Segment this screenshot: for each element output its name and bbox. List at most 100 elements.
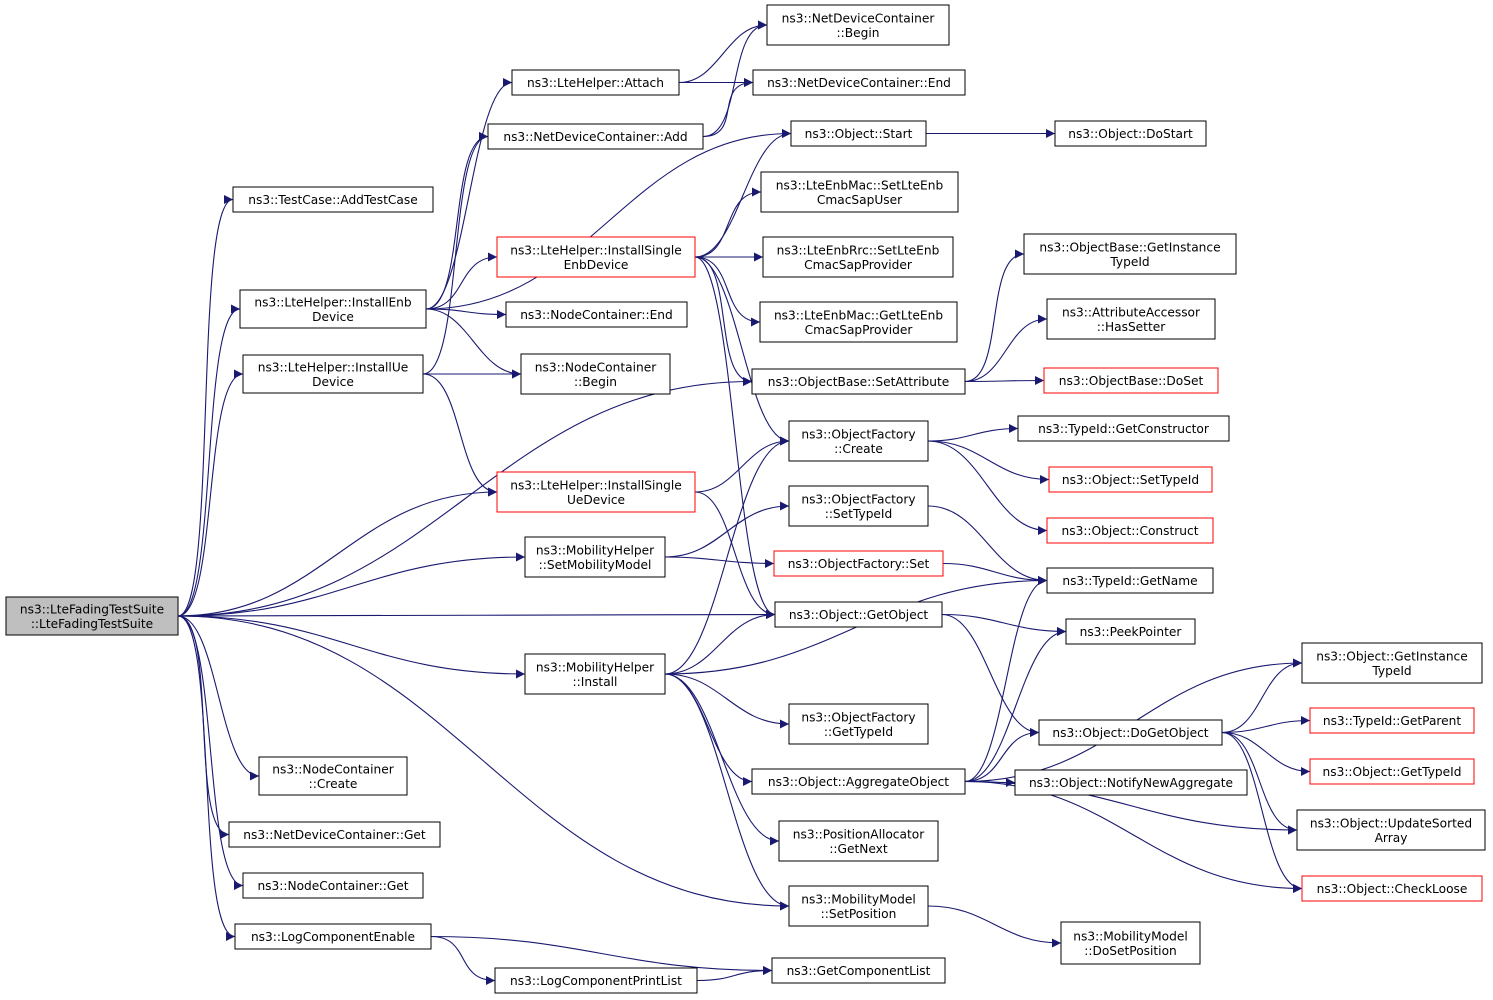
node-ofCreate-label-1: ::Create <box>834 442 883 456</box>
node-ndcBegin-label-1: ::Begin <box>837 26 880 40</box>
node-logPrint-box <box>494 967 698 994</box>
node-mmDoSetPos-box <box>1060 921 1201 965</box>
node-addtestcase[interactable]: ns3::TestCase::AddTestCase <box>232 186 434 213</box>
node-ndcEnd[interactable]: ns3::NetDeviceContainer::End <box>752 69 966 96</box>
node-peekPointer[interactable]: ns3::PeekPointer <box>1065 618 1196 645</box>
node-ofGetTypeId-label-1: ::GetTypeId <box>824 725 893 739</box>
edges <box>177 20 1311 985</box>
edge-aggObject-to-checkLoose <box>964 780 1303 893</box>
node-objGetTypeId[interactable]: ns3::Object::GetTypeId <box>1309 758 1475 785</box>
node-objStart[interactable]: ns3::Object::Start <box>790 120 927 147</box>
node-mhInstall[interactable]: ns3::MobilityHelper::Install <box>524 653 666 695</box>
node-mhSetModel-box <box>524 536 666 578</box>
node-ncGet[interactable]: ns3::NodeContainer::Get <box>242 872 424 899</box>
node-tidGetCons-box <box>1017 415 1230 442</box>
node-objConstruct-label-0: ns3::Object::Construct <box>1062 524 1199 538</box>
node-aggObject[interactable]: ns3::Object::AggregateObject <box>751 768 966 795</box>
node-mmDoSetPos[interactable]: ns3::MobilityModel::DoSetPosition <box>1060 921 1201 965</box>
node-ofGetTypeId[interactable]: ns3::ObjectFactory::GetTypeId <box>788 703 929 745</box>
node-tidGetCons[interactable]: ns3::TypeId::GetConstructor <box>1017 415 1230 442</box>
node-obGetInst-label-0: ns3::ObjectBase::GetInstance <box>1039 240 1220 254</box>
node-objConstruct[interactable]: ns3::Object::Construct <box>1046 517 1214 544</box>
node-doGetObject[interactable]: ns3::Object::DoGetObject <box>1038 719 1223 746</box>
edge-singleEnb-to-macGetProv <box>694 256 761 327</box>
edge-installenb-to-singleEnb <box>425 252 498 310</box>
edge-doGetObject-to-objGetTypeId <box>1221 731 1311 776</box>
node-root[interactable]: ns3::LteFadingTestSuite::LteFadingTestSu… <box>5 596 179 636</box>
edge-setAttr-to-obDoSet <box>964 376 1045 386</box>
node-mhInstall-label-0: ns3::MobilityHelper <box>536 660 655 674</box>
node-aggObject-box <box>751 768 966 795</box>
edge-getObject-to-peekPointer <box>941 613 1067 636</box>
node-mhSetModel[interactable]: ns3::MobilityHelper::SetMobilityModel <box>524 536 666 578</box>
node-checkLoose-box <box>1301 875 1483 902</box>
node-ncEnd-label-0: ns3::NodeContainer::End <box>520 308 673 322</box>
node-objGetTypeId-label-0: ns3::Object::GetTypeId <box>1323 765 1462 779</box>
node-ofSetTypeId-label-1: ::SetTypeId <box>825 507 893 521</box>
node-getCompList[interactable]: ns3::GetComponentList <box>771 957 946 984</box>
node-logEnable-box <box>234 923 432 950</box>
node-setAttr[interactable]: ns3::ObjectBase::SetAttribute <box>751 368 966 395</box>
node-ncCreate-box <box>258 756 408 796</box>
node-ndcGet[interactable]: ns3::NetDeviceContainer::Get <box>228 821 441 848</box>
node-addtestcase-label-0: ns3::TestCase::AddTestCase <box>248 193 418 207</box>
node-mmDoSetPos-label-1: ::DoSetPosition <box>1084 944 1177 958</box>
node-objSetTypeId[interactable]: ns3::Object::SetTypeId <box>1048 466 1213 493</box>
node-singleUe-box <box>496 471 696 513</box>
node-doStart[interactable]: ns3::Object::DoStart <box>1054 120 1207 147</box>
node-aaHasSetter[interactable]: ns3::AttributeAccessor::HasSetter <box>1046 298 1216 340</box>
node-mmSetPos-box <box>788 885 929 927</box>
node-addtestcase-box <box>232 186 434 213</box>
node-notifyNewAgg[interactable]: ns3::Object::NotifyNewAggregate <box>1014 769 1248 796</box>
edge-ofSetTypeId-to-tidGetName <box>927 505 1048 585</box>
node-checkLoose[interactable]: ns3::Object::CheckLoose <box>1301 875 1483 902</box>
node-tidGetName[interactable]: ns3::TypeId::GetName <box>1046 567 1214 594</box>
node-rrcSetProv-box <box>762 236 954 278</box>
node-ofSetTypeId[interactable]: ns3::ObjectFactory::SetTypeId <box>788 485 929 527</box>
node-getObject[interactable]: ns3::Object::GetObject <box>774 601 943 628</box>
node-doStart-label-0: ns3::Object::DoStart <box>1068 127 1193 141</box>
edge-ofCreate-to-tidGetCons <box>927 424 1019 442</box>
node-ncBegin[interactable]: ns3::NodeContainer::Begin <box>520 353 671 395</box>
node-root-label-0: ns3::LteFadingTestSuite <box>20 602 164 616</box>
node-logEnable[interactable]: ns3::LogComponentEnable <box>234 923 432 950</box>
node-doGetObject-label-0: ns3::Object::DoGetObject <box>1052 726 1208 740</box>
node-tidGetName-label-0: ns3::TypeId::GetName <box>1062 574 1197 588</box>
node-tidGetParent[interactable]: ns3::TypeId::GetParent <box>1309 707 1475 734</box>
node-mmSetPos[interactable]: ns3::MobilityModel::SetPosition <box>788 885 929 927</box>
node-ofSet[interactable]: ns3::ObjectFactory::Set <box>773 550 944 577</box>
node-singleEnb-label-0: ns3::LteHelper::InstallSingle <box>510 243 682 257</box>
node-ncBegin-label-0: ns3::NodeContainer <box>535 360 657 374</box>
node-ndcBegin[interactable]: ns3::NetDeviceContainer::Begin <box>766 4 950 46</box>
node-ndcAdd-box <box>487 123 704 150</box>
nodes: ns3::LteFadingTestSuite::LteFadingTestSu… <box>5 4 1486 994</box>
node-ndcAdd[interactable]: ns3::NetDeviceContainer::Add <box>487 123 704 150</box>
node-ncCreate[interactable]: ns3::NodeContainer::Create <box>258 756 408 796</box>
edge-mhInstall-to-ofGetTypeId <box>664 673 790 729</box>
node-ofCreate[interactable]: ns3::ObjectFactory::Create <box>788 420 929 462</box>
node-objSetTypeId-label-0: ns3::Object::SetTypeId <box>1062 473 1199 487</box>
node-root-label-1: ::LteFadingTestSuite <box>31 617 153 631</box>
edge-mhSetModel-to-ofSet <box>664 556 775 568</box>
node-notifyNewAgg-label-0: ns3::Object::NotifyNewAggregate <box>1029 776 1233 790</box>
node-logPrint[interactable]: ns3::LogComponentPrintList <box>494 967 698 994</box>
node-paGetNext-box <box>778 820 939 862</box>
node-rrcSetProv-label-0: ns3::LteEnbRrc::SetLteEnb <box>777 243 940 257</box>
node-attach[interactable]: ns3::LteHelper::Attach <box>511 69 680 96</box>
node-objGetTypeId-box <box>1309 758 1475 785</box>
edge-installenb-to-ncEnd <box>425 308 507 319</box>
node-ncEnd[interactable]: ns3::NodeContainer::End <box>505 301 688 328</box>
node-obDoSet[interactable]: ns3::ObjectBase::DoSet <box>1043 367 1219 394</box>
node-paGetNext[interactable]: ns3::PositionAllocator::GetNext <box>778 820 939 862</box>
